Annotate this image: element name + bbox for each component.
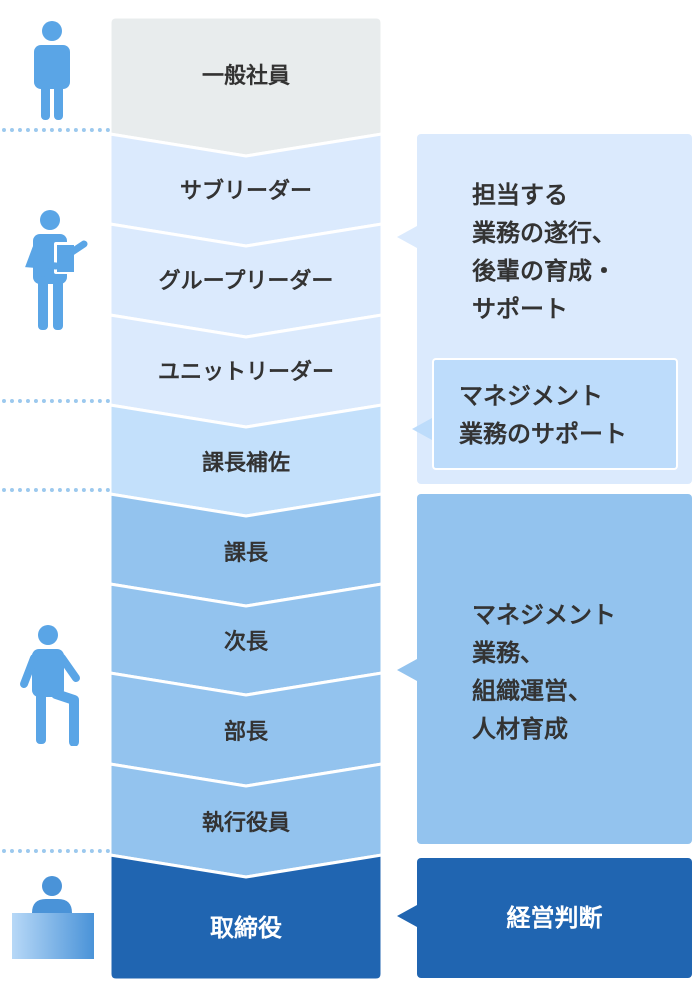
manager-duties-callout: マネジメント 業務、 組織運営、 人材育成: [397, 494, 692, 844]
step-label-deputy-manager: 次長: [223, 630, 268, 655]
manager-duty-line: マネジメント: [472, 601, 616, 629]
standing-person-icon: [34, 21, 70, 120]
person-with-clipboard-icon: [25, 210, 88, 330]
leader-duty-line: 業務の遂行、: [472, 219, 616, 247]
leader-duty-line: 後輩の育成・: [472, 257, 616, 285]
director-duties-callout: 経営判断: [397, 858, 692, 978]
ladder-step-director: [108, 853, 384, 982]
ladder-step-staff: [108, 15, 384, 158]
assistant-duty-line: 業務のサポート: [459, 420, 627, 448]
callout-pointer: [412, 418, 432, 440]
leader-duty-line: サポート: [472, 295, 568, 323]
callout-pointer: [397, 659, 417, 681]
separator-dots: [2, 849, 110, 853]
assistant-duty-line: マネジメント: [459, 382, 603, 410]
step-label-director: 取締役: [210, 914, 282, 942]
assistant-duties-callout: マネジメント 業務のサポート: [412, 358, 678, 470]
step-label-staff: 一般社員: [201, 64, 290, 89]
step-label-executive-officer: 執行役員: [201, 811, 290, 836]
leader-duty-line: 担当する: [472, 181, 568, 209]
callout-pointer: [397, 226, 417, 248]
separator-dots: [2, 488, 110, 492]
person-at-desk-icon: [12, 876, 94, 959]
step-label-assistant-manager: 課長補佐: [201, 451, 290, 476]
manager-duty-line: 業務、: [472, 639, 544, 667]
step-label-sub-leader: サブリーダー: [179, 179, 312, 204]
step-label-group-leader: グループリーダー: [158, 269, 334, 294]
step-label-section-manager: 課長: [223, 541, 268, 566]
director-duty-line: 経営判断: [506, 904, 603, 932]
callout-pointer: [397, 905, 417, 927]
manager-duty-line: 人材育成: [472, 715, 568, 743]
separator-dots: [2, 128, 110, 132]
separator-dots: [2, 399, 110, 403]
step-label-department-manager: 部長: [223, 720, 268, 745]
manager-duty-line: 組織運営、: [472, 677, 592, 705]
person-climbing-step-icon: [20, 625, 80, 746]
step-label-unit-leader: ユニットリーダー: [157, 360, 334, 385]
